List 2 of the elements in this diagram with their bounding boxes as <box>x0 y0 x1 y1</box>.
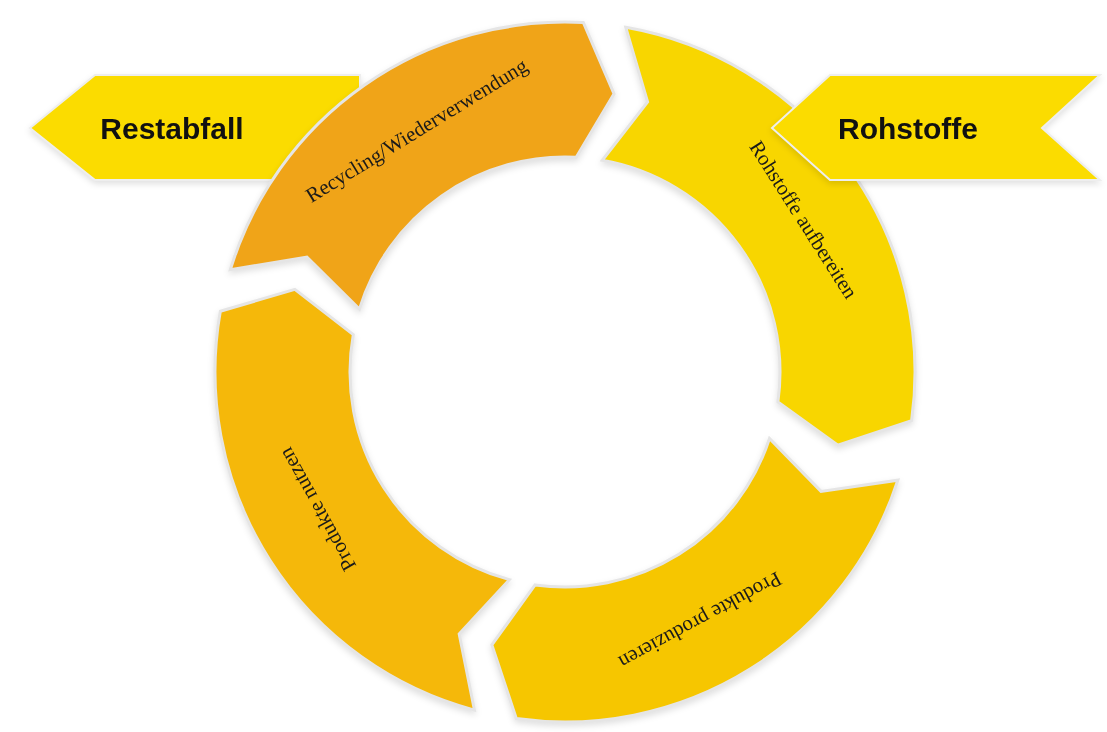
banner-label: Restabfall <box>100 110 244 146</box>
banner-label: Rohstoffe <box>838 110 978 146</box>
